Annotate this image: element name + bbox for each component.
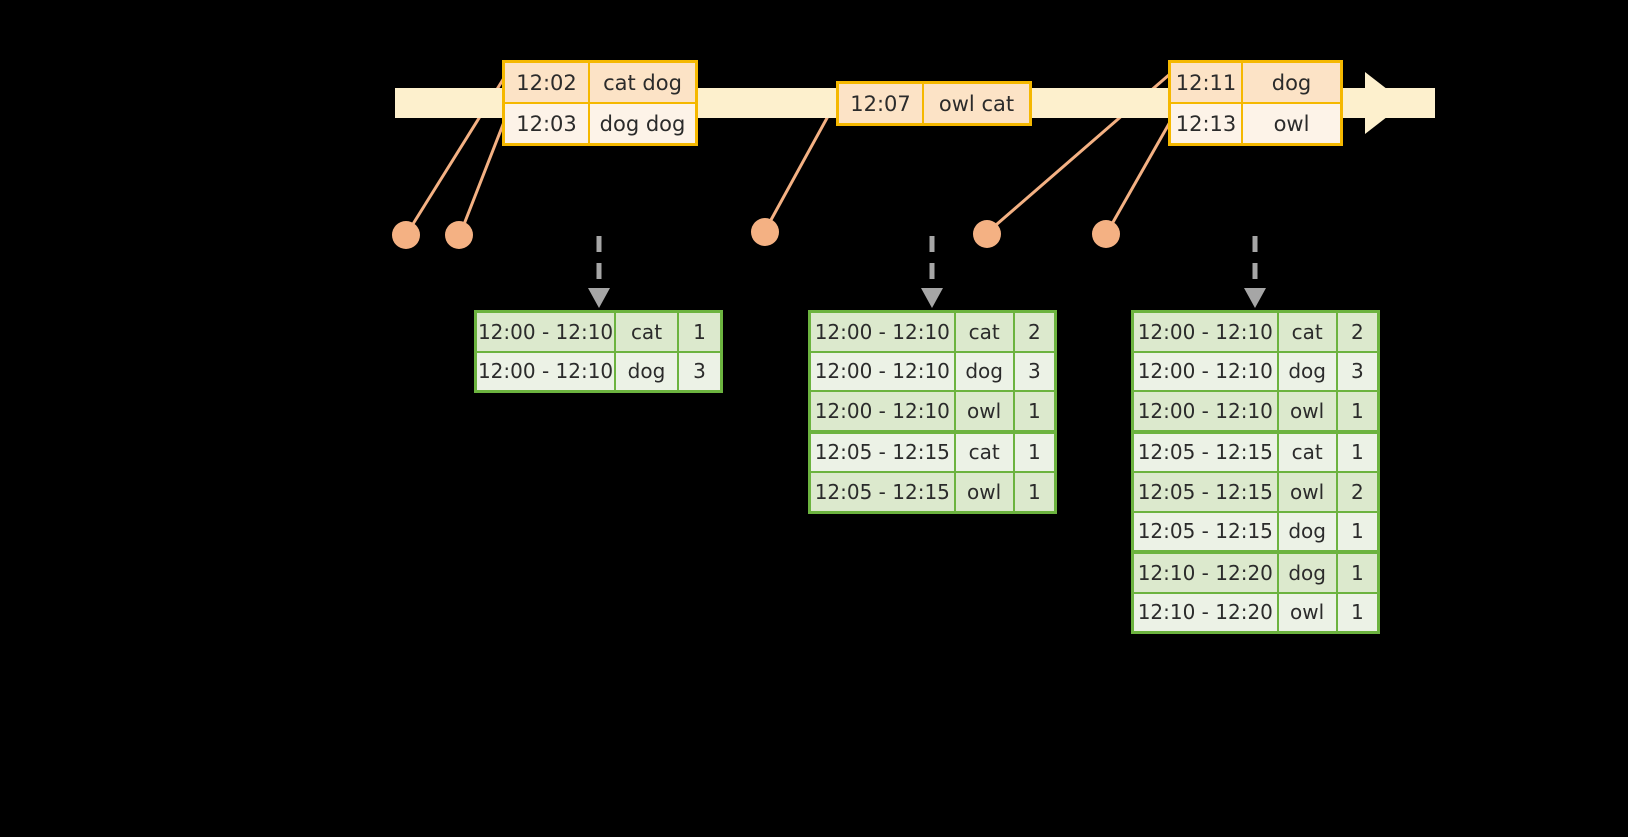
window-cell: 12:00 - 12:10	[477, 352, 615, 390]
window-cell: 12:00 - 12:10	[477, 313, 615, 351]
count-cell: 3	[1337, 352, 1377, 390]
table-row[interactable]: 12:10 - 12:20 dog 1	[1134, 554, 1377, 592]
table-row[interactable]: 12:00 - 12:10 cat 1	[477, 313, 720, 351]
count-cell: 3	[678, 352, 720, 390]
window-cell: 12:00 - 12:10	[811, 392, 954, 430]
count-cell: 1	[678, 313, 720, 351]
word-cell: owl	[1278, 473, 1336, 511]
event-row[interactable]: 12:03 dog dog	[505, 102, 695, 143]
event-words: dog dog	[590, 104, 695, 143]
event-row[interactable]: 12:13 owl	[1171, 102, 1340, 143]
event-box-group-b[interactable]: 12:07 owl cat	[836, 81, 1032, 126]
window-cell: 12:05 - 12:15	[1134, 473, 1277, 511]
table-row[interactable]: 12:05 - 12:15 owl 2	[1134, 473, 1377, 511]
count-cell: 1	[1337, 392, 1377, 430]
table-row[interactable]: 12:05 - 12:15 cat 1	[1134, 433, 1377, 471]
event-row[interactable]: 12:02 cat dog	[505, 63, 695, 102]
count-cell: 3	[1014, 352, 1054, 390]
result-table-1[interactable]: 12:00 - 12:10 cat 1 12:00 - 12:10 dog 3	[474, 310, 723, 393]
connector-line-5	[1106, 121, 1172, 232]
word-cell: dog	[616, 352, 677, 390]
event-box-group-a[interactable]: 12:02 cat dog 12:03 dog dog	[502, 60, 698, 146]
word-cell: dog	[1278, 352, 1336, 390]
table-row[interactable]: 12:00 - 12:10 dog 3	[477, 352, 720, 390]
count-cell: 1	[1337, 512, 1377, 550]
count-cell: 1	[1014, 392, 1054, 430]
window-cell: 12:10 - 12:20	[1134, 554, 1277, 592]
event-dot-5	[1092, 220, 1120, 248]
event-time: 12:11	[1171, 63, 1243, 102]
word-cell: cat	[616, 313, 677, 351]
word-cell: cat	[955, 433, 1013, 471]
result-table-2[interactable]: 12:00 - 12:10 cat 2 12:00 - 12:10 dog 3 …	[808, 310, 1057, 514]
word-cell: cat	[1278, 433, 1336, 471]
table-row[interactable]: 12:05 - 12:15 owl 1	[811, 473, 1054, 511]
window-cell: 12:00 - 12:10	[811, 352, 954, 390]
dashed-arrow-2	[921, 236, 943, 308]
table-row[interactable]: 12:05 - 12:15 dog 1	[1134, 512, 1377, 550]
count-cell: 2	[1337, 313, 1377, 351]
window-cell: 12:10 - 12:20	[1134, 593, 1277, 631]
count-cell: 1	[1337, 433, 1377, 471]
table-row[interactable]: 12:00 - 12:10 cat 2	[811, 313, 1054, 351]
event-words: owl	[1243, 104, 1340, 143]
table-row[interactable]: 12:00 - 12:10 owl 1	[811, 392, 1054, 430]
word-cell: cat	[955, 313, 1013, 351]
window-cell: 12:05 - 12:15	[1134, 512, 1277, 550]
table-row[interactable]: 12:00 - 12:10 owl 1	[1134, 392, 1377, 430]
count-cell: 2	[1337, 473, 1377, 511]
dashed-arrow-3	[1244, 236, 1266, 308]
window-cell: 12:00 - 12:10	[1134, 352, 1277, 390]
event-words: owl cat	[924, 84, 1029, 123]
word-cell: owl	[1278, 593, 1336, 631]
window-cell: 12:00 - 12:10	[1134, 313, 1277, 351]
window-cell: 12:05 - 12:15	[811, 433, 954, 471]
event-time: 12:02	[505, 63, 590, 102]
count-cell: 2	[1014, 313, 1054, 351]
result-table-3[interactable]: 12:00 - 12:10 cat 2 12:00 - 12:10 dog 3 …	[1131, 310, 1380, 634]
table-row[interactable]: 12:00 - 12:10 dog 3	[811, 352, 1054, 390]
word-cell: owl	[955, 473, 1013, 511]
event-row[interactable]: 12:07 owl cat	[839, 84, 1029, 123]
event-dot-1	[392, 221, 420, 249]
window-cell: 12:00 - 12:10	[1134, 392, 1277, 430]
event-words: cat dog	[590, 63, 695, 102]
count-cell: 1	[1014, 433, 1054, 471]
event-words: dog	[1243, 63, 1340, 102]
window-cell: 12:05 - 12:15	[1134, 433, 1277, 471]
event-time: 12:03	[505, 104, 590, 143]
word-cell: cat	[1278, 313, 1336, 351]
event-time: 12:13	[1171, 104, 1243, 143]
event-time: 12:07	[839, 84, 924, 123]
table-row[interactable]: 12:00 - 12:10 dog 3	[1134, 352, 1377, 390]
event-dot-4	[973, 220, 1001, 248]
word-cell: owl	[1278, 392, 1336, 430]
word-cell: owl	[955, 392, 1013, 430]
dashed-arrow-1	[588, 236, 610, 308]
count-cell: 1	[1337, 593, 1377, 631]
word-cell: dog	[1278, 512, 1336, 550]
event-box-group-c[interactable]: 12:11 dog 12:13 owl	[1168, 60, 1343, 146]
event-dot-2	[445, 221, 473, 249]
table-row[interactable]: 12:00 - 12:10 cat 2	[1134, 313, 1377, 351]
word-cell: dog	[955, 352, 1013, 390]
word-cell: dog	[1278, 554, 1336, 592]
event-row[interactable]: 12:11 dog	[1171, 63, 1340, 102]
table-row[interactable]: 12:05 - 12:15 cat 1	[811, 433, 1054, 471]
count-cell: 1	[1337, 554, 1377, 592]
window-cell: 12:05 - 12:15	[811, 473, 954, 511]
count-cell: 1	[1014, 473, 1054, 511]
table-row[interactable]: 12:10 - 12:20 owl 1	[1134, 593, 1377, 631]
event-dot-3	[751, 218, 779, 246]
connector-line-2	[459, 121, 506, 233]
window-cell: 12:00 - 12:10	[811, 313, 954, 351]
